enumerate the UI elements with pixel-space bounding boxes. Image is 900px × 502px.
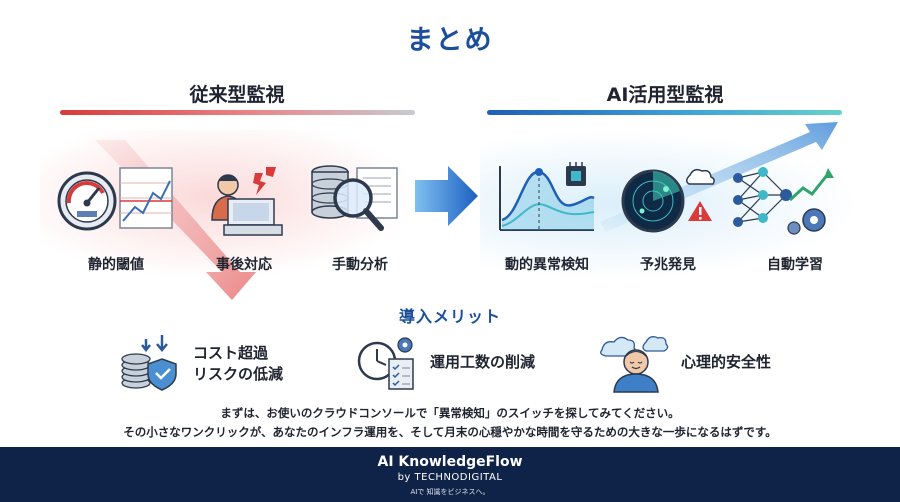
ai-underline <box>487 110 842 115</box>
magnifier-database-icon <box>311 165 398 231</box>
frustrated-operator-icon <box>211 167 283 236</box>
transition-arrow-icon <box>415 166 478 226</box>
label-auto-learning: 自動学習 <box>767 257 823 273</box>
label-dynamic-anomaly-detection: 動的異常検知 <box>505 257 589 273</box>
benefit-workload-reduction: 運用工数の削減 <box>430 353 536 371</box>
label-manual-analysis: 手動分析 <box>332 257 388 273</box>
clock-checklist-gear-icon <box>357 337 414 390</box>
benefit-cost-risk: コスト超過 リスクの低減 <box>193 343 283 385</box>
anomaly-curve-chip-icon <box>499 162 595 231</box>
speedometer-chart-icon <box>57 167 173 231</box>
footer-by: by TECHNODIGITAL <box>397 472 503 483</box>
benefit-psychological-safety: 心理的安全性 <box>681 353 772 371</box>
label-reactive-response: 事後対応 <box>216 257 272 273</box>
coins-shield-icon <box>121 335 177 391</box>
benefit-cost-risk-line2: リスクの低減 <box>193 365 284 383</box>
radar-warning-icon <box>621 168 715 233</box>
traditional-heading: 従来型監視 <box>189 84 285 106</box>
message-line1: まずは、お使いのクラウドコンソールで「異常検知」のスイッチを探してみてください。 <box>220 406 680 420</box>
label-early-sign-detection: 予兆発見 <box>640 257 696 273</box>
message-line2: その小さなワンクリックが、あなたのインフラ運用を、そして月末の心穏やかな時間を守… <box>123 425 777 439</box>
footer-brand: AI KnowledgeFlow <box>377 454 523 470</box>
benefit-cost-risk-line1: コスト超過 <box>193 344 269 362</box>
benefits-heading: 導入メリット <box>398 307 501 326</box>
page-title: まとめ <box>406 25 494 56</box>
neural-network-gear-icon <box>733 167 834 235</box>
ai-heading: AI活用型監視 <box>606 84 724 106</box>
label-static-threshold: 静的閾値 <box>88 257 144 273</box>
footer-bar <box>0 447 900 502</box>
footer-tagline: AIで 知識をビジネスへ。 <box>410 488 490 496</box>
traditional-underline <box>60 110 415 115</box>
relaxed-person-icon <box>600 336 669 393</box>
